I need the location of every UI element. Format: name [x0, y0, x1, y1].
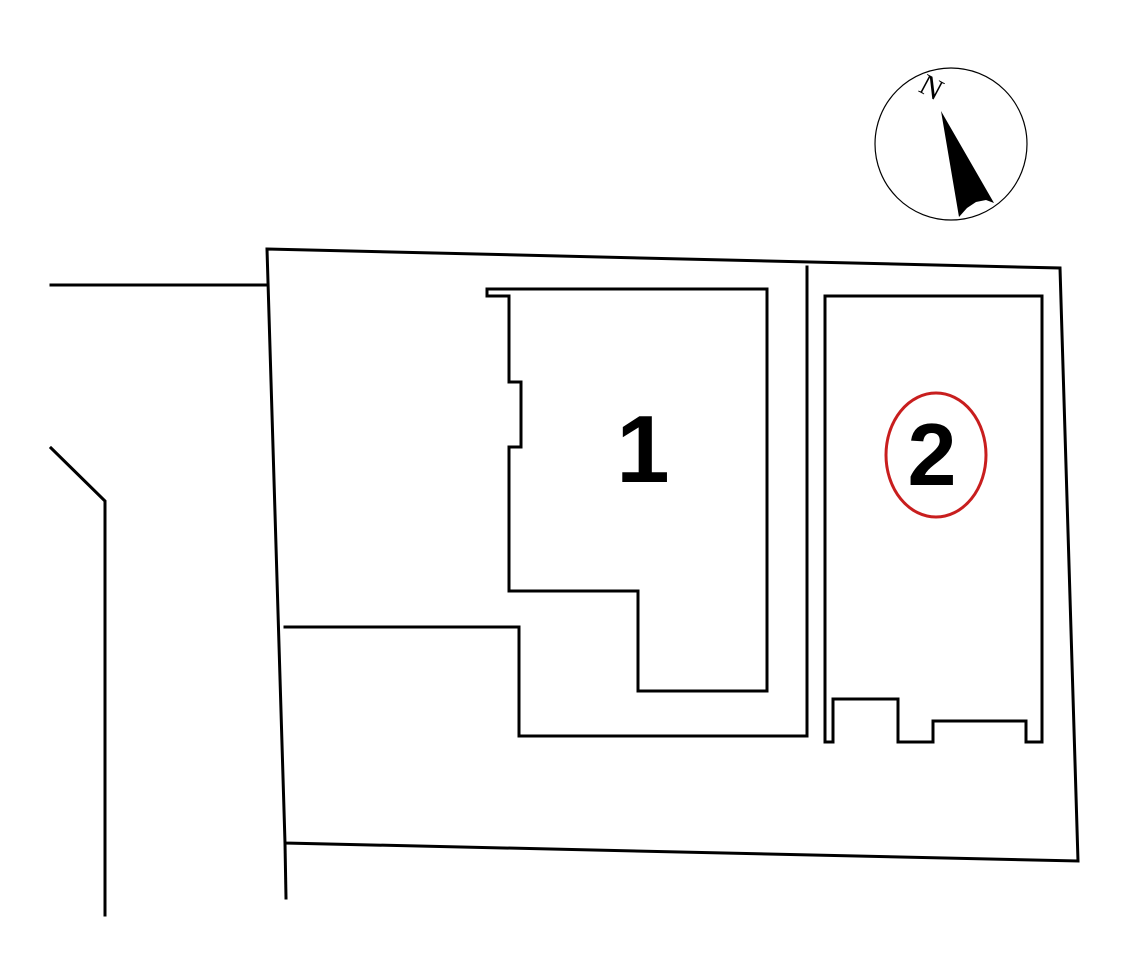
building-2: 2: [823, 294, 1044, 744]
building-1-label: 1: [616, 396, 669, 503]
building-2-outline: [823, 294, 1044, 744]
divider-wall: [283, 265, 809, 738]
building-2-highlight-ring: [884, 391, 988, 519]
site-boundary-extension: [283, 841, 288, 900]
north-arrow-icon: [941, 111, 994, 217]
building-1-outline: [485, 287, 769, 693]
adjacent-road-lines: [48, 283, 270, 917]
building-1: 1: [485, 287, 769, 693]
compass: N: [874, 67, 1028, 221]
compass-ring: [874, 67, 1028, 221]
site-boundary: [265, 247, 1080, 863]
road-line-diagonal: [48, 445, 107, 917]
compass-north-letter: N: [914, 68, 949, 107]
building-2-label: 2: [908, 405, 957, 504]
